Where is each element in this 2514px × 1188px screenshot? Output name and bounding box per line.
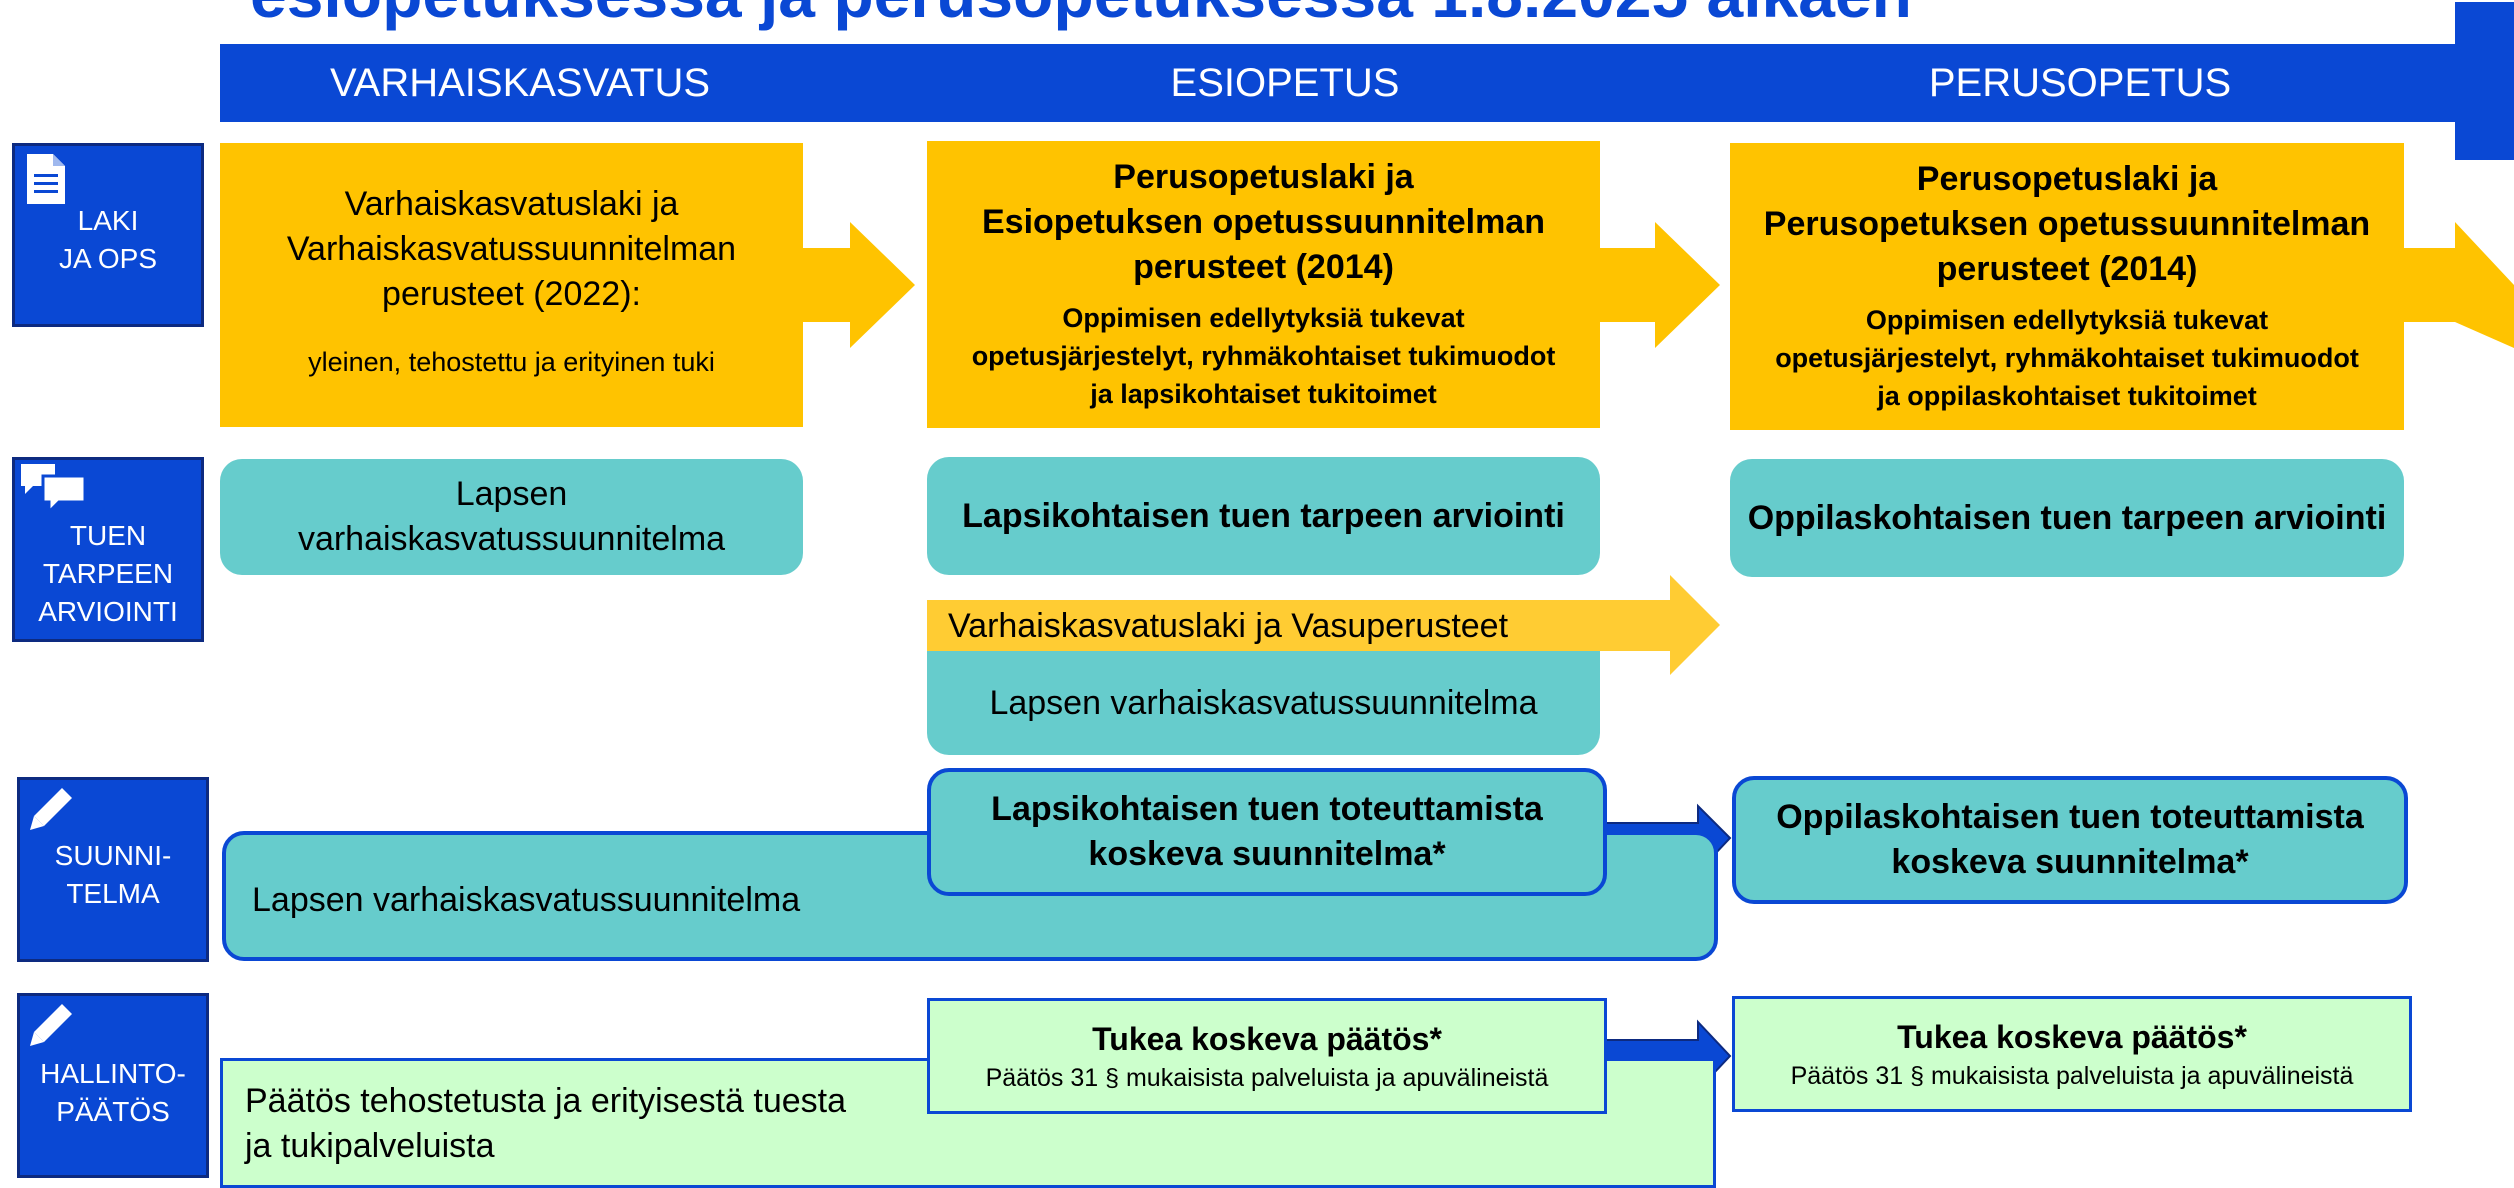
category-decision-line2: PÄÄTÖS — [56, 1096, 170, 1127]
law-basic-line1: Perusopetuslaki ja — [1916, 160, 2218, 199]
assessment-box-early: Lapsen varhaiskasvatussuunnitelma — [220, 459, 803, 575]
law-pre-sub1: Oppimisen edellytyksiä tukevat — [1062, 303, 1465, 334]
assessment-early-line2: varhaiskasvatussuunnitelma — [297, 520, 726, 558]
category-plan-line1: SUUNNI- — [54, 840, 172, 871]
law-early-line3: perusteet (2022): — [382, 274, 641, 313]
law-basic-line3: perusteet (2014) — [1936, 250, 2198, 289]
assessment-pre-label: Lapsikohtaisen tuen tarpeen arviointi — [962, 496, 1565, 535]
plan-box-pre: Lapsikohtaisen tuen toteuttamista koskev… — [927, 768, 1607, 896]
category-decision-line1: HALLINTO- — [40, 1058, 186, 1089]
category-plan-line2: TELMA — [66, 878, 160, 909]
assessment-early-line1: Lapsen — [455, 475, 568, 514]
law-box-early: Varhaiskasvatuslaki ja Varhaiskasvatussu… — [220, 143, 803, 427]
plan-basic-line2: koskeva suunnitelma* — [1891, 843, 2249, 881]
category-law: LAKI JA OPS — [12, 143, 204, 327]
plan-pre-line2: koskeva suunnitelma* — [1088, 835, 1446, 873]
law-box-pre: Perusopetuslaki ja Esiopetuksen opetussu… — [927, 141, 1600, 428]
law-basic-sub3: ja oppilaskohtaiset tukitoimet — [1877, 380, 2257, 411]
decision-wide-line2: ja tukipalveluista — [245, 1126, 495, 1165]
law-early-line2: Varhaiskasvatussuunnitelman — [286, 229, 737, 268]
decision-wide-line1: Päätös tehostetusta ja erityisestä tuest… — [245, 1082, 847, 1120]
category-law-line1: LAKI — [77, 205, 139, 236]
decision-pre-sub: Päätös 31 § mukaisista palveluista ja ap… — [985, 1063, 1549, 1092]
category-assessment: TUEN TARPEEN ARVIOINTI — [12, 457, 204, 642]
plan-box-basic: Oppilaskohtaisen tuen toteuttamista kosk… — [1732, 776, 2408, 904]
vasu-arrow-label: Varhaiskasvatuslaki ja Vasuperusteet — [948, 607, 1509, 645]
assessment-box-pre: Lapsikohtaisen tuen tarpeen arviointi — [927, 457, 1600, 575]
vasu-arrow — [927, 575, 1720, 675]
vasu-box: Lapsen varhaiskasvatussuunnitelma — [927, 651, 1600, 755]
law-pre-line3: perusteet (2014) — [1133, 248, 1394, 287]
law-arrow-early — [800, 222, 915, 348]
law-basic-sub2: opetusjärjestelyt, ryhmäkohtaiset tukimu… — [1775, 342, 2359, 373]
category-assessment-line2: TARPEEN — [42, 558, 174, 589]
phase-label-early: VARHAISKASVATUS — [329, 61, 711, 105]
assessment-basic-label: Oppilaskohtaisen tuen tarpeen arviointi — [1747, 498, 2387, 537]
decision-box-pre: Tukea koskeva päätös* Päätös 31 § mukais… — [927, 998, 1607, 1114]
law-pre-sub3: ja lapsikohtaiset tukitoimet — [1090, 378, 1437, 409]
plan-wide-label: Lapsen varhaiskasvatussuunnitelma — [252, 881, 801, 920]
law-pre-line1: Perusopetuslaki ja — [1113, 158, 1414, 197]
law-arrow-pre — [1598, 222, 1720, 348]
category-assessment-line3: ARVIOINTI — [38, 596, 178, 627]
document-icon — [27, 154, 65, 204]
law-basic-sub1: Oppimisen edellytyksiä tukevat — [1865, 305, 2269, 336]
decision-box-basic: Tukea koskeva päätös* Päätös 31 § mukais… — [1732, 996, 2412, 1112]
law-early-line1: Varhaiskasvatuslaki ja — [344, 184, 679, 223]
vasu-box-label: Lapsen varhaiskasvatussuunnitelma — [989, 683, 1538, 722]
category-plan: SUUNNI- TELMA — [17, 777, 209, 962]
plan-basic-line1: Oppilaskohtaisen tuen toteuttamista — [1776, 798, 2364, 837]
law-early-sub: yleinen, tehostettu ja erityinen tuki — [308, 347, 715, 378]
law-pre-sub2: opetusjärjestelyt, ryhmäkohtaiset tukimu… — [971, 340, 1556, 371]
timeline-arrow — [220, 2, 2514, 160]
pencil-icon — [30, 1004, 72, 1046]
phase-label-basic: PERUSOPETUS — [1928, 61, 2232, 105]
law-arrow-basic — [2402, 222, 2514, 348]
category-law-line2: JA OPS — [58, 243, 158, 274]
page-title: esiopetuksessa ja perusopetuksessa 1.8.2… — [250, 0, 2250, 27]
assessment-box-basic: Oppilaskohtaisen tuen tarpeen arviointi — [1730, 459, 2404, 577]
speech-bubbles-icon — [21, 464, 87, 516]
decision-basic-title: Tukea koskeva päätös* — [1897, 1018, 2247, 1055]
plan-pre-line1: Lapsikohtaisen tuen toteuttamista — [991, 790, 1543, 829]
decision-basic-sub: Päätös 31 § mukaisista palveluista ja ap… — [1790, 1061, 2354, 1090]
law-pre-line2: Esiopetuksen opetussuunnitelman — [982, 203, 1545, 242]
decision-pre-title: Tukea koskeva päätös* — [1092, 1020, 1442, 1057]
law-basic-line2: Perusopetuksen opetussuunnitelman — [1763, 205, 2371, 244]
phase-label-pre: ESIOPETUS — [1170, 61, 1400, 105]
category-assessment-line1: TUEN — [69, 520, 147, 551]
category-decision: HALLINTO- PÄÄTÖS — [17, 993, 209, 1178]
pencil-icon — [30, 788, 72, 830]
law-box-basic: Perusopetuslaki ja Perusopetuksen opetus… — [1730, 143, 2404, 430]
